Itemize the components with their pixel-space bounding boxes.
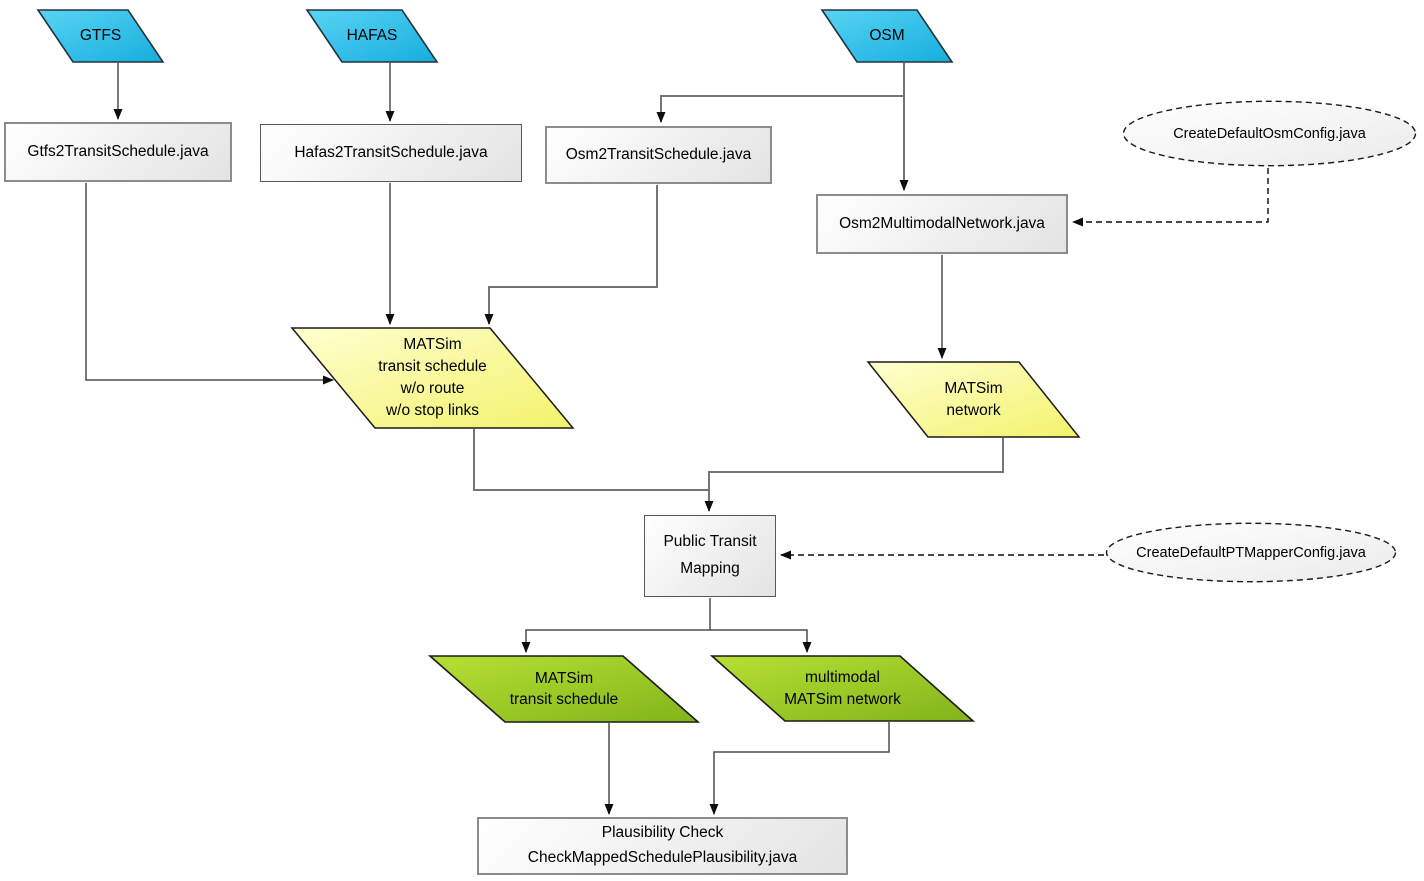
public-transit-mapping-label: Public Transit Mapping (663, 533, 757, 577)
node-matsim-network: MATSim network (866, 361, 1081, 438)
edge-gtfs2transitschedule-to-unmapped-schedule (85, 183, 334, 385)
gtfs-label: GTFS (79, 27, 122, 45)
node-gtfs2transitschedule: Gtfs2TransitSchedule.java (4, 122, 232, 182)
node-osm-input: OSM (820, 9, 954, 63)
osm-parallelogram-shape (820, 9, 954, 63)
edge-network-to-ptm (704, 438, 1004, 512)
node-create-default-ptmapper-config: CreateDefaultPTMapperConfig.java (1105, 522, 1397, 583)
node-hafas2transitschedule: Hafas2TransitSchedule.java (260, 124, 522, 182)
node-osm2multimodalnetwork: Osm2MultimodalNetwork.java (816, 194, 1068, 254)
node-gtfs-input: GTFS (36, 9, 165, 63)
node-hafas-input: HAFAS (305, 9, 439, 63)
edge-osmconfig-to-osm2multimodalnetwork (1072, 168, 1269, 227)
unmapped-schedule-label: MATSim transit schedule w/o route w/o st… (378, 336, 487, 419)
node-multimodal-matsim-network: multimodal MATSim network (709, 655, 976, 722)
node-osm2transitschedule: Osm2TransitSchedule.java (545, 126, 772, 184)
node-mapped-transit-schedule: MATSim transit schedule (427, 655, 701, 723)
osm-label: OSM (869, 27, 905, 45)
unmapped-schedule-parallelogram-shape (290, 327, 575, 429)
edge-multimodal-network-to-plausibility (709, 722, 890, 815)
node-plausibility-check: Plausibility Check CheckMappedSchedulePl… (477, 817, 848, 875)
ptm-config-label: CreateDefaultPTMapperConfig.java (1136, 544, 1366, 561)
osm-config-ellipse-shape (1122, 100, 1417, 167)
edge-unmapped-schedule-to-ptm (473, 429, 709, 491)
ptm-config-ellipse-shape (1105, 522, 1397, 583)
osm2transitschedule-label: Osm2TransitSchedule.java (565, 146, 752, 164)
hafas-label: HAFAS (346, 27, 398, 45)
osm2multimodalnetwork-label: Osm2MultimodalNetwork.java (839, 215, 1045, 233)
gtfs2transitschedule-label: Gtfs2TransitSchedule.java (27, 143, 209, 161)
multimodal-network-parallelogram-shape (709, 655, 976, 722)
osm-config-label: CreateDefaultOsmConfig.java (1173, 125, 1366, 142)
multimodal-network-label: multimodal MATSim network (784, 669, 901, 708)
node-public-transit-mapping: Public Transit Mapping (644, 515, 776, 597)
matsim-network-parallelogram-shape (866, 361, 1081, 438)
hafas-parallelogram-shape (305, 9, 439, 63)
node-create-default-osm-config: CreateDefaultOsmConfig.java (1122, 100, 1417, 167)
matsim-network-label: MATSim network (944, 380, 1003, 419)
plausibility-check-label: Plausibility Check CheckMappedSchedulePl… (527, 824, 798, 866)
edge-ptm-to-mapped-schedule (521, 598, 711, 653)
node-unmapped-transit-schedule: MATSim transit schedule w/o route w/o st… (290, 327, 575, 429)
gtfs-parallelogram-shape (36, 9, 165, 63)
hafas2transitschedule-label: Hafas2TransitSchedule.java (294, 144, 488, 162)
edge-osm-to-osm2transitschedule (656, 95, 905, 123)
edge-osm2transitschedule-to-unmapped-schedule (484, 185, 658, 325)
mapped-schedule-parallelogram-shape (427, 655, 701, 723)
edge-ptm-to-multimodal-network (710, 629, 812, 653)
mapped-schedule-label: MATSim transit schedule (509, 669, 619, 708)
